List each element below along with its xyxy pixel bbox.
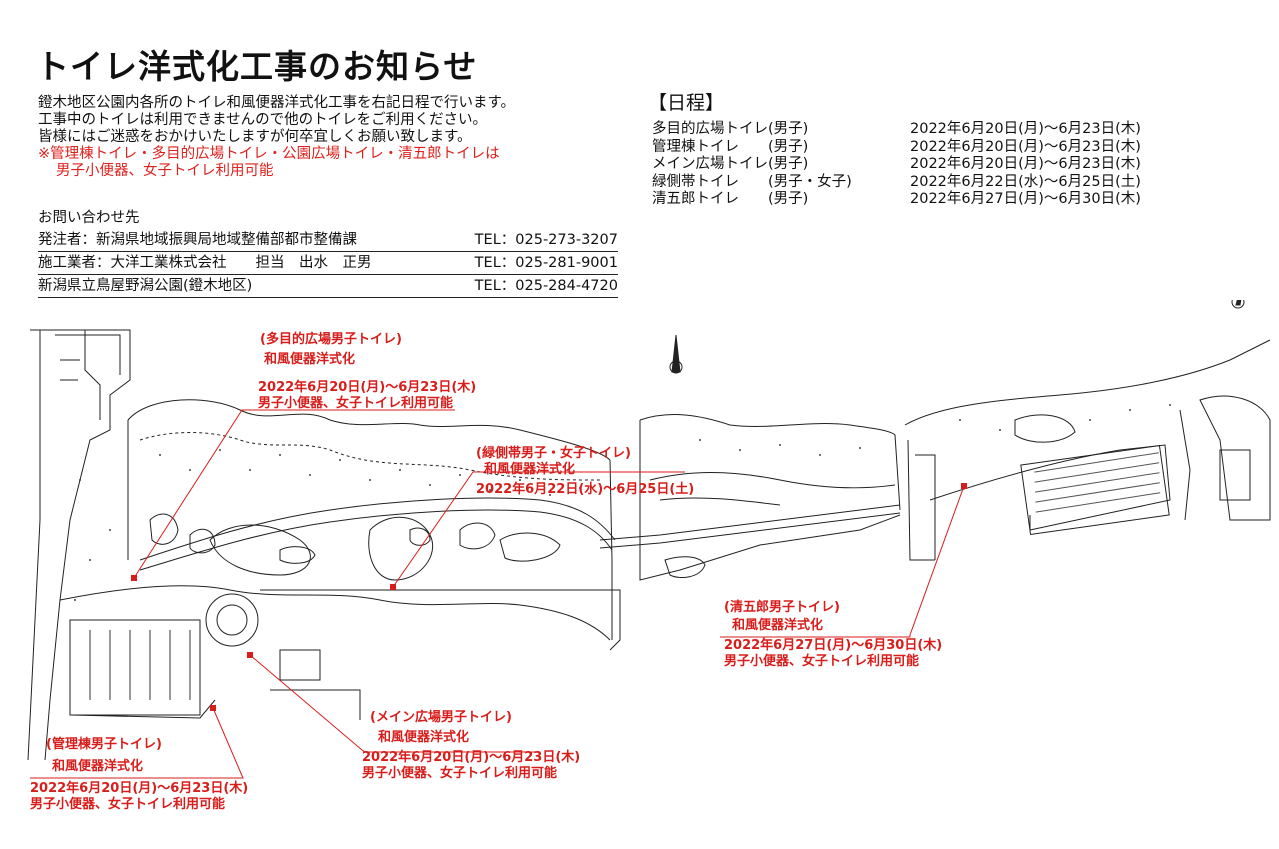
schedule-facility: 多目的広場トイレ(男子) (652, 121, 809, 137)
callout-dates: 2022年6月22日(水)～6月25日(土) (476, 482, 695, 497)
schedule-row: 管理棟トイレ (男子) 2022年6月20日(月)～6月23日(木) (652, 139, 1141, 157)
intro-line: 皆様にはご迷惑をおかけいたしますが何卒宜しくお願い致します。 (38, 129, 472, 145)
contact-label: 発注者：新潟県地域振興局地域整備部都市整備課 (38, 232, 357, 248)
schedule-dates: 2022年6月27日(月)～6月30日(木) (910, 191, 1141, 207)
callout-main: (メイン広場男子トイレ) 和風便器洋式化 2022年6月20日(月)～6月23日… (362, 710, 580, 782)
intro-text: 鐙木地区公園内各所のトイレ和風便器洋式化工事を右記日程で行います。 工事中のトイ… (38, 95, 515, 180)
contact-row: 新潟県立鳥屋野潟公園(鐙木地区) TEL：025-284-4720 (38, 275, 618, 298)
schedule-dates: 2022年6月20日(月)～6月23日(木) (910, 121, 1141, 137)
callout-note: 男子小便器、女子トイレ利用可能 (30, 797, 226, 812)
schedule-list: 多目的広場トイレ(男子) 2022年6月20日(月)～6月23日(木) 管理棟トイ… (652, 121, 1141, 209)
contact-label: 施工業者：大洋工業株式会社 担当 出水 正男 (38, 255, 372, 271)
callout-name: (緑側帯男子・女子トイレ) (476, 446, 631, 461)
schedule-heading: 【日程】 (648, 92, 725, 114)
contact-tel: TEL：025-281-9001 (474, 255, 618, 271)
callout-note: 男子小便器、女子トイレ利用可能 (362, 766, 558, 781)
schedule-row: 緑側帯トイレ (男子・女子) 2022年6月22日(水)～6月25日(土) (652, 174, 1141, 192)
contact-heading: お問い合わせ先 (38, 210, 140, 226)
schedule-facility: 清五郎トイレ (男子) (652, 191, 809, 207)
contact-tel: TEL：025-273-3207 (474, 232, 618, 248)
callout-work: 和風便器洋式化 (732, 618, 824, 633)
schedule-row: 多目的広場トイレ(男子) 2022年6月20日(月)～6月23日(木) (652, 121, 1141, 139)
callout-dates: 2022年6月27日(月)～6月30日(木) (724, 638, 943, 653)
callout-note: 男子小便器、女子トイレ利用可能 (724, 654, 920, 669)
callout-work: 和風便器洋式化 (378, 730, 470, 745)
callout-dates: 2022年6月20日(月)～6月23日(木) (30, 781, 249, 796)
callout-name: (メイン広場男子トイレ) (370, 710, 512, 725)
contact-table: 発注者：新潟県地域振興局地域整備部都市整備課 TEL：025-273-3207 … (38, 229, 618, 298)
schedule-row: 清五郎トイレ (男子) 2022年6月27日(月)～6月30日(木) (652, 191, 1141, 209)
callout-work: 和風便器洋式化 (484, 462, 576, 477)
page-title: トイレ洋式化工事のお知らせ (36, 47, 478, 86)
callout-tamokuteki: (多目的広場男子トイレ) 和風便器洋式化 2022年6月20日(月)～6月23日… (258, 332, 476, 412)
contact-row: 施工業者：大洋工業株式会社 担当 出水 正男 TEL：025-281-9001 (38, 252, 618, 275)
callout-work: 和風便器洋式化 (264, 352, 356, 367)
schedule-dates: 2022年6月20日(月)～6月23日(木) (910, 156, 1141, 172)
callout-work: 和風便器洋式化 (52, 759, 144, 774)
contact-tel: TEL：025-284-4720 (474, 278, 618, 294)
callout-ryokusoku: (緑側帯男子・女子トイレ) 和風便器洋式化 2022年6月22日(水)～6月25… (476, 446, 694, 498)
callout-kanri: (管理棟男子トイレ) 和風便器洋式化 2022年6月20日(月)～6月23日(木… (30, 737, 248, 813)
callout-seigoro: (清五郎男子トイレ) 和風便器洋式化 2022年6月27日(月)～6月30日(木… (724, 600, 942, 670)
park-map (27, 300, 1271, 779)
callout-name: (多目的広場男子トイレ) (260, 332, 402, 347)
callout-dates: 2022年6月20日(月)～6月23日(木) (362, 750, 581, 765)
callout-name: (清五郎男子トイレ) (724, 600, 840, 615)
callout-note: 男子小便器、女子トイレ利用可能 (258, 396, 454, 411)
intro-note: ※管理棟トイレ・多目的広場トイレ・公園広場トイレ・清五郎トイレは (38, 146, 500, 162)
schedule-facility: 管理棟トイレ (男子) (652, 138, 809, 155)
intro-note: 男子小便器、女子トイレ利用可能 (56, 163, 274, 179)
contact-label: 新潟県立鳥屋野潟公園(鐙木地区) (38, 278, 253, 294)
schedule-dates: 2022年6月20日(月)～6月23日(木) (910, 138, 1141, 155)
schedule-facility: メイン広場トイレ(男子) (652, 156, 809, 172)
schedule-row: メイン広場トイレ(男子) 2022年6月20日(月)～6月23日(木) (652, 156, 1141, 174)
contact-row: 発注者：新潟県地域振興局地域整備部都市整備課 TEL：025-273-3207 (38, 229, 618, 252)
callout-name: (管理棟男子トイレ) (46, 737, 162, 752)
callout-dates: 2022年6月20日(月)～6月23日(木) (258, 380, 477, 395)
schedule-dates: 2022年6月22日(水)～6月25日(土) (910, 173, 1141, 190)
intro-line: 鐙木地区公園内各所のトイレ和風便器洋式化工事を右記日程で行います。 (38, 95, 516, 111)
intro-line: 工事中のトイレは利用できませんので他のトイレをご利用ください。 (38, 112, 488, 128)
schedule-facility: 緑側帯トイレ (男子・女子) (652, 173, 852, 190)
